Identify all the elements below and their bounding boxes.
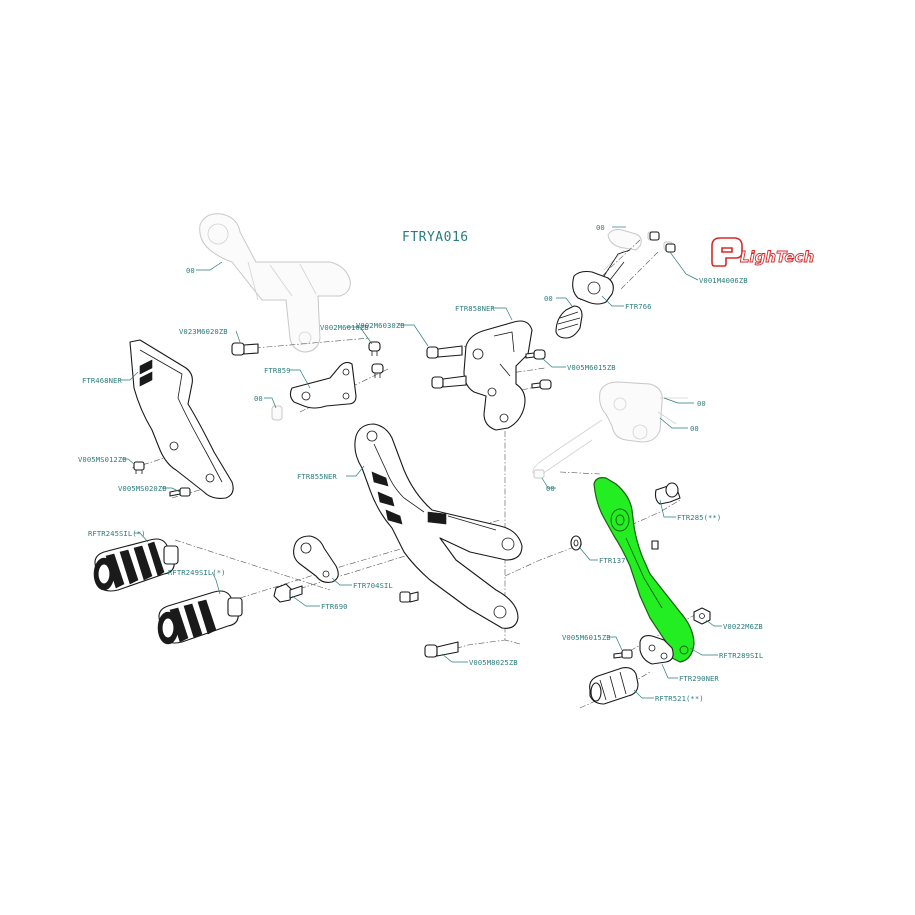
plate-ftr859 xyxy=(289,361,357,409)
bolt-v005m6015zb-c xyxy=(531,379,552,390)
footpeg-rftr249sil xyxy=(157,590,243,645)
label-ftr690: FTR690 xyxy=(321,602,348,611)
bolt-v002m6010zb-b xyxy=(371,363,384,378)
bracket-ftr858ner xyxy=(463,320,533,431)
brand-wordmark: LighTech xyxy=(740,248,814,266)
label-v001m4006zb: V001M4006ZB xyxy=(699,276,748,285)
label-rftr289sil: RFTR289SIL xyxy=(719,651,763,660)
ghost-frame-bracket xyxy=(199,213,351,353)
label-ftr858ner: FTR858NER xyxy=(455,304,495,313)
label-00: 00 xyxy=(697,399,706,408)
label-rftr245sil: RFTR245SIL(*) xyxy=(88,529,146,538)
bolt-v005ms012zb xyxy=(133,461,145,474)
mount-ftr766 xyxy=(572,231,676,305)
bolt-v023m6020zb xyxy=(231,342,259,356)
label-v002m6030zb: V002M6030ZB xyxy=(356,321,405,330)
bolt-v005m6015zb-a xyxy=(525,349,546,360)
label-ftr290ner: FTR290NER xyxy=(679,674,719,683)
bolt-v005m8025zb-small xyxy=(399,591,419,603)
label-00: 00 xyxy=(690,424,699,433)
label-00: 00 xyxy=(254,394,263,403)
label-00: 00 xyxy=(186,266,195,275)
label-ftr137: FTR137 xyxy=(599,556,626,565)
washer-ftr137 xyxy=(570,535,582,551)
label-v002m6010zb: V002M6010ZB xyxy=(320,323,369,332)
spring-00 xyxy=(555,305,583,339)
ghost-small-bolt xyxy=(271,405,283,421)
ghost-nut xyxy=(533,469,545,479)
label-00: 00 xyxy=(596,223,605,232)
label-v005ms020zb: V005MS020ZB xyxy=(118,484,167,493)
lightech-logo: LighTech xyxy=(711,237,815,267)
shift-lever-rftr289sil-highlighted xyxy=(593,477,695,663)
label-ftr704sil: FTR704SIL xyxy=(353,581,393,590)
leader-lines xyxy=(120,226,722,699)
ghost-master-cylinder xyxy=(532,381,688,475)
diagram-title: FTRYA016 xyxy=(402,230,469,245)
rearset-plate-ftr855ner xyxy=(354,423,523,629)
label-v005m6015zb: V005M6015ZB xyxy=(567,363,616,372)
label-rftr521: RFTR521(**) xyxy=(655,694,704,703)
bolt-v005m6015zb-b xyxy=(613,649,633,659)
label-00: 00 xyxy=(544,294,553,303)
pin-ftr285 xyxy=(654,482,681,505)
label-v005ms012zb: V005MS012ZB xyxy=(78,455,127,464)
footpeg-rftr245sil xyxy=(93,538,179,592)
part-labels: 00 00 00 00 00 00 00 V001M4006ZB FTR766 … xyxy=(78,223,763,703)
bolt-v002m6030zb-a xyxy=(426,345,463,359)
bolt-v002m6030zb-b xyxy=(431,375,467,389)
bolt-ftr690 xyxy=(273,583,303,603)
label-ftr766: FTR766 xyxy=(625,302,652,311)
pivot-ftr704sil xyxy=(293,535,339,583)
heel-guard-ftr468ner xyxy=(129,339,234,499)
label-v0022m6zb: V0022M6ZB xyxy=(723,622,763,631)
bolt-v002m6010zb-a xyxy=(368,341,381,356)
label-v023m6020zb: V023M6020ZB xyxy=(179,327,228,336)
label-v005m6015zb: V005M6015ZB xyxy=(562,633,611,642)
shift-peg-rftr521 xyxy=(589,667,639,705)
label-ftr855ner: FTR855NER xyxy=(297,472,337,481)
bolt-v005m8025zb xyxy=(424,641,459,658)
label-rftr249sil: RFTR249SIL(*) xyxy=(168,568,226,577)
label-ftr859: FTR859 xyxy=(264,366,291,375)
label-v005m8025zb: V005M8025ZB xyxy=(469,658,518,667)
link-plate-ftr290ner xyxy=(639,635,674,665)
label-ftr468ner: FTR468NER xyxy=(82,376,122,385)
label-00: 00 xyxy=(546,484,555,493)
label-ftr285: FTR285(**) xyxy=(677,513,721,522)
